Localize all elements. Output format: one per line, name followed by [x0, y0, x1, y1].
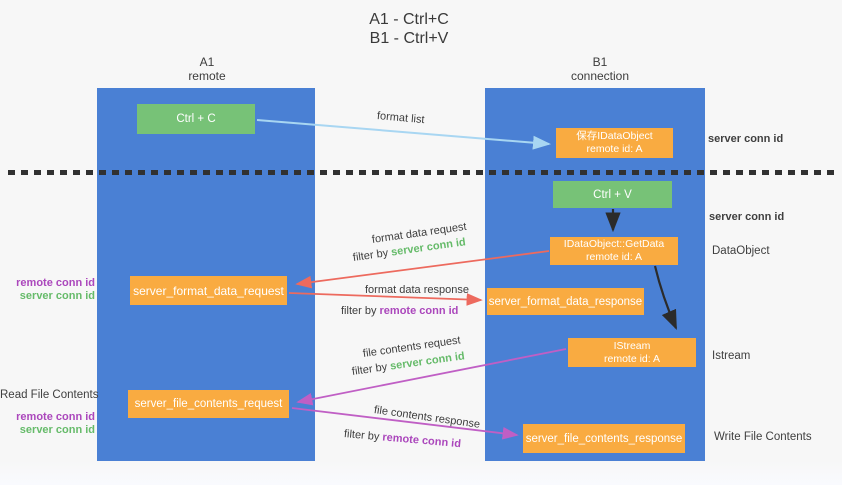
idataobject-getdata-node: IDataObject::GetData remote id: A	[550, 237, 678, 265]
filter-by-text: filter by	[343, 428, 380, 444]
file-response-filter-label: filter by remote conn id	[343, 428, 461, 450]
title-line-2: B1 - Ctrl+V	[369, 30, 449, 47]
right-panel-name: B1	[592, 55, 608, 69]
read-file-contents-label: Read File Contents	[0, 389, 99, 401]
remote-conn-id-text: remote conn id	[16, 411, 95, 423]
diagram-title: A1 - Ctrl+C B1 - Ctrl+V	[329, 10, 489, 48]
istream-remote-id: remote id: A	[603, 352, 661, 365]
getdata-title: IDataObject::GetData	[563, 238, 665, 250]
remote-conn-id-text: remote conn id	[379, 305, 459, 317]
save-idataobject-remote-id: remote id: A	[586, 143, 643, 155]
ctrl-c-node: Ctrl + C	[137, 104, 255, 134]
format-response-filter-label: filter by remote conn id	[341, 305, 458, 317]
remote-conn-id-text: remote conn id	[381, 431, 462, 451]
server-file-contents-response-node: server_file_contents_response	[523, 424, 685, 453]
ctrl-v-node: Ctrl + V	[553, 181, 672, 208]
filter-by-text: filter by	[341, 305, 377, 317]
format-list-label: format list	[376, 110, 426, 127]
server-conn-id-top-label: server conn id	[708, 133, 784, 145]
bottom-fade	[0, 461, 842, 485]
write-file-contents-label: Write File Contents	[714, 431, 812, 443]
left-panel-name: A1	[199, 55, 215, 69]
right-panel-role: connection	[570, 69, 630, 83]
server-file-contents-request-node: server_file_contents_request	[128, 390, 289, 418]
server-conn-id-text: server conn id	[19, 424, 95, 436]
save-idataobject-title: 保存IDataObject	[576, 130, 653, 142]
file-contents-response-label: file contents response	[373, 404, 481, 431]
left-panel-role: remote	[188, 69, 226, 83]
file-request-conn-ids: remote conn id server conn id	[0, 411, 95, 437]
server-format-data-response-node: server_format_data_response	[487, 288, 644, 315]
title-line-1: A1 - Ctrl+C	[369, 11, 449, 28]
save-idataobject-node: 保存IDataObject remote id: A	[556, 128, 673, 158]
remote-conn-id-text: remote conn id	[16, 277, 95, 289]
format-data-response-label: format data response	[365, 284, 469, 296]
istream-side-label: Istream	[712, 350, 751, 362]
machine-boundary-dotted-line	[8, 170, 836, 175]
istream-title: IStream	[613, 339, 651, 352]
format-request-conn-ids: remote conn id server conn id	[0, 277, 95, 303]
server-conn-id-text: server conn id	[19, 290, 95, 302]
right-panel-header: B1 connection	[540, 55, 660, 83]
filter-by-text: filter by	[351, 361, 388, 378]
server-format-data-request-node: server_format_data_request	[130, 276, 287, 305]
istream-node: IStream remote id: A	[568, 338, 696, 367]
server-conn-id-mid-label: server conn id	[709, 211, 785, 223]
dataobject-label: DataObject	[712, 245, 770, 257]
filter-by-text: filter by	[352, 247, 389, 264]
left-panel-header: A1 remote	[147, 55, 267, 83]
getdata-remote-id: remote id: A	[585, 251, 643, 263]
